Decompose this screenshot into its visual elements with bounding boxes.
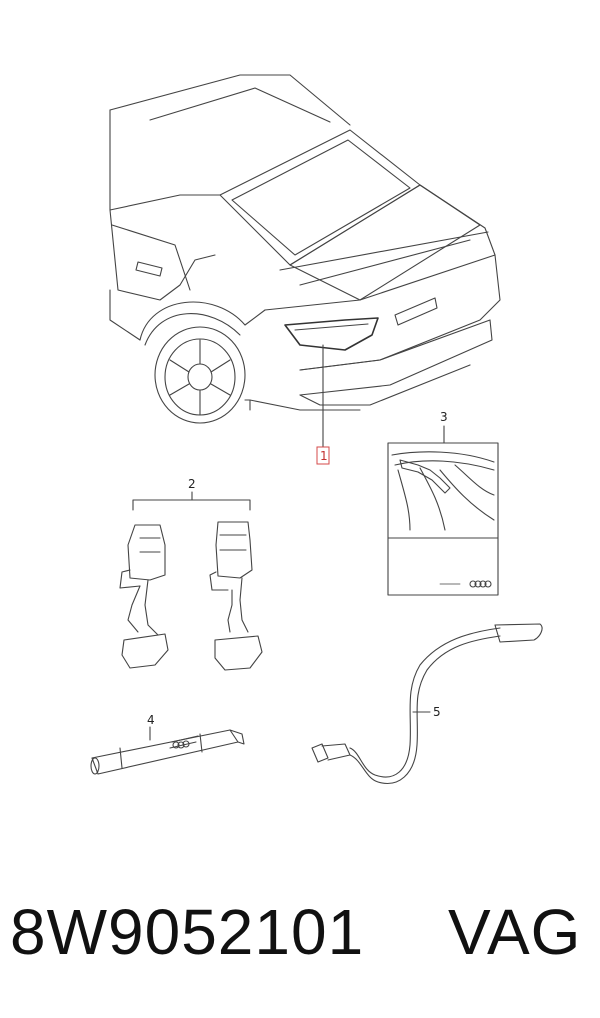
- callout-5[interactable]: 5: [433, 705, 441, 719]
- tail-light: [284, 317, 379, 351]
- car-rear-illustration: [109, 74, 501, 424]
- callout-1[interactable]: 1: [320, 449, 328, 463]
- brand-label: VAG: [448, 896, 582, 968]
- harness-adapters-illustration: [119, 491, 263, 671]
- penlight-illustration: [90, 726, 245, 775]
- part-number: 8W9052101: [10, 896, 365, 968]
- flex-lamp-illustration: [311, 623, 543, 784]
- booklet-illustration: [387, 425, 499, 596]
- callout-3[interactable]: 3: [440, 410, 448, 424]
- callout-1-box: [316, 446, 330, 465]
- callout-4[interactable]: 4: [147, 713, 155, 727]
- callout-2[interactable]: 2: [188, 477, 196, 491]
